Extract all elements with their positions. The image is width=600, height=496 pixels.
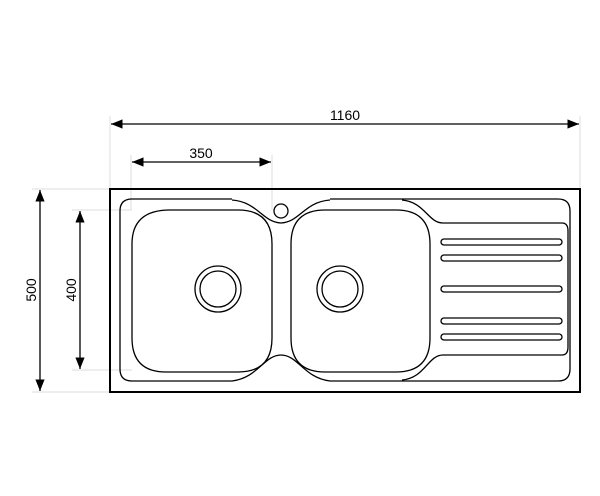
extension-lines bbox=[32, 116, 581, 393]
sink-outline bbox=[109, 188, 581, 393]
right-drain-outer bbox=[316, 265, 364, 313]
drainer-board bbox=[401, 199, 569, 381]
dimension-label-1160: 1160 bbox=[330, 107, 360, 123]
right-drain-inner bbox=[321, 270, 359, 308]
dimension-label-400: 400 bbox=[63, 278, 79, 302]
left-drain-outer bbox=[194, 265, 242, 313]
right-bowl bbox=[290, 209, 431, 373]
sink-outer-edge bbox=[109, 188, 581, 393]
left-bowl bbox=[131, 209, 273, 373]
dimension-label-350: 350 bbox=[189, 145, 213, 161]
dimension-label-500: 500 bbox=[23, 278, 39, 302]
dimension-bowl-width: 350 bbox=[132, 145, 271, 167]
dimension-bowl-depth: 400 bbox=[63, 211, 85, 369]
sink-rim bbox=[119, 198, 571, 382]
tap-hole bbox=[273, 203, 289, 219]
divider-bottom bbox=[231, 354, 331, 382]
divider-top bbox=[231, 199, 331, 224]
dimension-overall-depth: 500 bbox=[23, 190, 45, 391]
drainer-grooves bbox=[440, 238, 563, 341]
dimension-overall-width: 1160 bbox=[111, 107, 579, 129]
left-drain-inner bbox=[199, 270, 237, 308]
